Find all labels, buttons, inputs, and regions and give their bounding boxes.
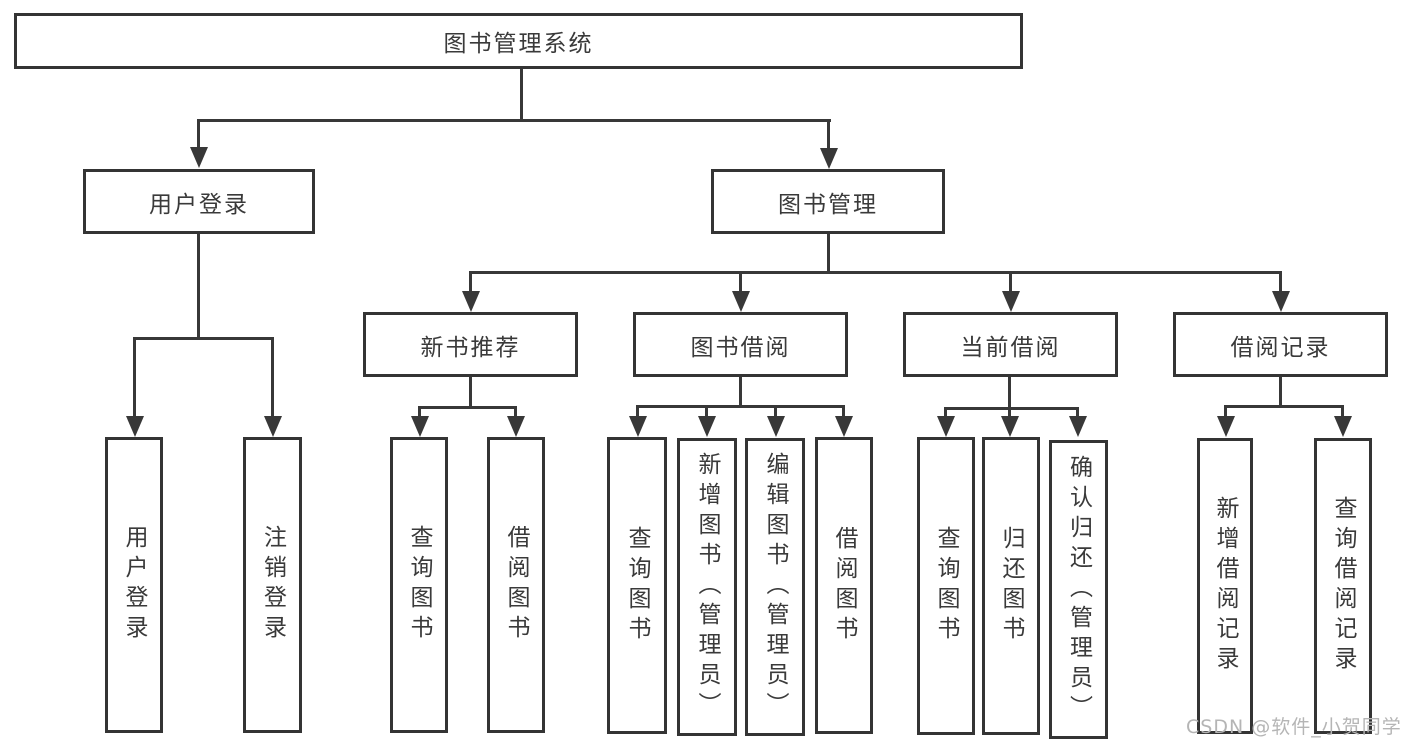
arrow-down-icon xyxy=(629,416,647,437)
node-br-add-record: 新增借阅记录 xyxy=(1197,438,1253,734)
connector-mgmt-bar xyxy=(469,271,1282,274)
connector-root-right-drop xyxy=(827,119,830,149)
connector-bb-drop-2 xyxy=(705,405,708,416)
connector-mgmt-stem xyxy=(827,234,830,273)
node-bb-query-book: 查询图书 xyxy=(607,437,667,734)
node-cb-return-book: 归还图书 xyxy=(982,437,1040,735)
connector-login-right-drop xyxy=(271,337,274,416)
node-login-logout: 注销登录 xyxy=(243,437,302,733)
arrow-down-icon xyxy=(507,416,525,437)
arrow-down-icon xyxy=(1334,416,1352,437)
connector-mgmt-drop-2 xyxy=(739,271,742,291)
arrow-down-icon xyxy=(1217,416,1235,437)
node-borrow-records: 借阅记录 xyxy=(1173,312,1388,377)
connector-rec-drop-1 xyxy=(418,406,421,416)
node-rec-query-book: 查询图书 xyxy=(390,437,448,733)
connector-br-drop-2 xyxy=(1341,405,1344,416)
connector-root-bar xyxy=(197,119,831,122)
node-book-borrow: 图书借阅 xyxy=(633,312,848,377)
arrow-down-icon xyxy=(937,416,955,437)
csdn-watermark: CSDN @软件_小贺同学 xyxy=(1186,716,1402,738)
node-current-borrow: 当前借阅 xyxy=(903,312,1118,377)
node-bb-edit-book: 编辑图书（管理员） xyxy=(745,438,805,736)
connector-login-stem xyxy=(197,234,200,340)
connector-bb-bar xyxy=(636,405,844,408)
node-cb-confirm-return: 确认归还（管理员） xyxy=(1049,440,1108,739)
connector-bb-drop-1 xyxy=(636,405,639,416)
arrow-down-icon xyxy=(411,416,429,437)
arrow-down-icon xyxy=(1001,416,1019,437)
connector-mgmt-drop-4 xyxy=(1279,271,1282,291)
connector-mgmt-drop-3 xyxy=(1009,271,1012,291)
connector-cb-bar xyxy=(944,407,1079,410)
arrow-down-icon xyxy=(1002,291,1020,312)
node-login-user: 用户登录 xyxy=(105,437,163,733)
connector-bb-drop-3 xyxy=(774,405,777,416)
arrow-down-icon xyxy=(126,416,144,437)
node-root: 图书管理系统 xyxy=(14,13,1023,69)
connector-rec-stem xyxy=(469,377,472,408)
arrow-down-icon xyxy=(264,416,282,437)
connector-rec-bar xyxy=(418,406,517,409)
node-new-book-recommend: 新书推荐 xyxy=(363,312,578,377)
arrow-down-icon xyxy=(190,147,208,168)
arrow-down-icon xyxy=(835,416,853,437)
arrow-down-icon xyxy=(1272,291,1290,312)
connector-br-stem xyxy=(1279,377,1282,407)
connector-cb-drop-1 xyxy=(944,407,947,416)
connector-cb-drop-2 xyxy=(1008,407,1011,416)
connector-bb-drop-4 xyxy=(842,405,845,416)
connector-login-left-drop xyxy=(133,337,136,416)
connector-root-stem xyxy=(520,69,523,121)
connector-bb-stem xyxy=(739,377,742,407)
connector-login-bar xyxy=(133,337,274,340)
node-bb-borrow-book: 借阅图书 xyxy=(815,437,873,734)
connector-br-bar xyxy=(1224,405,1344,408)
arrow-down-icon xyxy=(462,291,480,312)
arrow-down-icon xyxy=(1069,416,1087,437)
connector-rec-drop-2 xyxy=(514,406,517,416)
node-cb-query-book: 查询图书 xyxy=(917,437,975,735)
node-book-management: 图书管理 xyxy=(711,169,945,234)
arrow-down-icon xyxy=(820,148,838,169)
connector-mgmt-drop-1 xyxy=(469,271,472,291)
node-user-login: 用户登录 xyxy=(83,169,315,234)
arrow-down-icon xyxy=(732,291,750,312)
node-rec-borrow-book: 借阅图书 xyxy=(487,437,545,733)
arrow-down-icon xyxy=(698,416,716,437)
connector-cb-drop-3 xyxy=(1076,407,1079,416)
connector-cb-stem xyxy=(1008,377,1011,409)
node-br-query-record: 查询借阅记录 xyxy=(1314,438,1372,734)
connector-root-left-drop xyxy=(197,119,200,148)
arrow-down-icon xyxy=(767,416,785,437)
connector-br-drop-1 xyxy=(1224,405,1227,416)
node-bb-add-book: 新增图书（管理员） xyxy=(677,438,737,736)
